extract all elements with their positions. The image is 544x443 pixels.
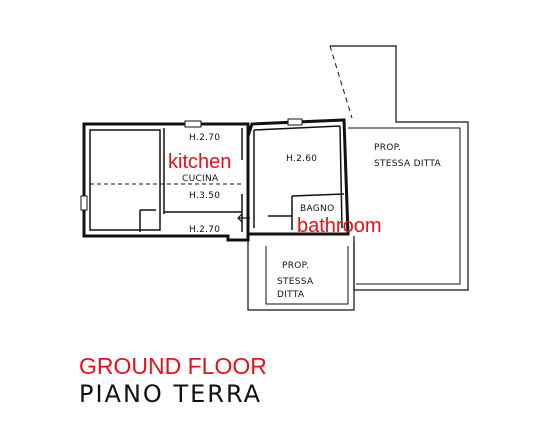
- title-ground-floor: GROUND FLOOR: [79, 353, 267, 379]
- label-ditta-bottom: DITTA: [277, 290, 305, 300]
- annex-bottom-inner: [265, 246, 349, 305]
- label-stessa-bottom: STESSA: [277, 277, 314, 287]
- label-bagno: BAGNO: [300, 204, 334, 214]
- title-piano-terra: PIANO TERRA: [79, 380, 263, 408]
- wall-bath-top: [291, 193, 345, 197]
- left-room-inner: [89, 129, 161, 231]
- windows: [80, 118, 303, 211]
- wall-right-inner-right: [339, 125, 343, 229]
- annex-bottom: [247, 240, 355, 311]
- entrance-arrow: [237, 213, 250, 223]
- right-block-outline: [246, 118, 350, 236]
- label-h270-top: H.2.70: [189, 133, 220, 143]
- interior-walls: [89, 125, 345, 232]
- label-h260: H.2.60: [286, 154, 317, 164]
- wall-right-inner-top: [253, 125, 341, 131]
- exterior-walls: [82, 118, 350, 242]
- label-h270-bottom: H.2.70: [189, 225, 220, 235]
- window-top-right: [287, 118, 303, 126]
- label-stessa-ditta-top: STESSA DITTA: [374, 159, 442, 169]
- annex-top-dash: [329, 45, 353, 119]
- window-top-kitchen: [184, 120, 202, 128]
- label-h350: H.3.50: [189, 191, 220, 201]
- label-prop-top: PROP.: [374, 143, 401, 153]
- annex-bottom-outline: [247, 240, 355, 311]
- annex-top-inner: [348, 127, 461, 285]
- window-left: [80, 195, 88, 211]
- label-bathroom-en: bathroom: [297, 215, 382, 237]
- label-kitchen-en: kitchen: [168, 151, 231, 173]
- label-prop-bottom: PROP.: [282, 261, 309, 271]
- label-cucina: CUCINA: [182, 174, 219, 184]
- left-block-outline: [82, 122, 250, 242]
